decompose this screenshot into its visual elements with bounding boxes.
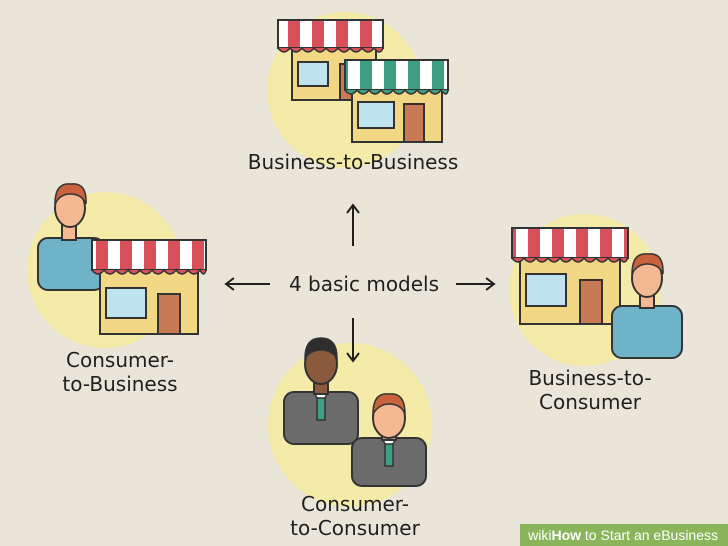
- b2c-label: Business-to- Consumer: [510, 366, 670, 414]
- arrow-right: [455, 277, 496, 291]
- b2b-label-text: Business-to-Business: [247, 150, 459, 174]
- watermark-how: How: [551, 527, 582, 543]
- watermark-rest: to Start an eBusiness: [581, 527, 718, 543]
- arrow-left: [224, 277, 270, 291]
- watermark-prefix: wiki: [528, 527, 552, 543]
- watermark: wikiHow to Start an eBusiness: [520, 524, 728, 546]
- arrow-down: [346, 318, 360, 363]
- b2c-person-icon: [611, 253, 683, 359]
- b2b-store-icon-2: [344, 59, 449, 143]
- b2c-store-icon: [511, 227, 629, 325]
- c2c-label: Consumer- to-Consumer: [270, 492, 440, 540]
- c2b-label: Consumer- to-Business: [40, 348, 200, 396]
- c2c-label-line1: Consumer-: [301, 492, 409, 516]
- c2b-label-line1: Consumer-: [66, 348, 174, 372]
- c2c-person-icon-2: [351, 393, 427, 487]
- center-label-text: 4 basic models: [288, 272, 440, 296]
- c2b-store-icon: [91, 239, 207, 335]
- c2b-person-icon: [37, 183, 105, 291]
- b2c-label-line2: Consumer: [539, 390, 641, 414]
- c2c-label-line2: to-Consumer: [290, 516, 420, 540]
- center-label: 4 basic models: [272, 272, 456, 296]
- c2b-label-line2: to-Business: [62, 372, 178, 396]
- c2c-person-icon: [283, 337, 359, 445]
- b2c-label-line1: Business-to-: [528, 366, 652, 390]
- b2b-label: Business-to-Business: [222, 150, 484, 174]
- arrow-up: [346, 203, 360, 246]
